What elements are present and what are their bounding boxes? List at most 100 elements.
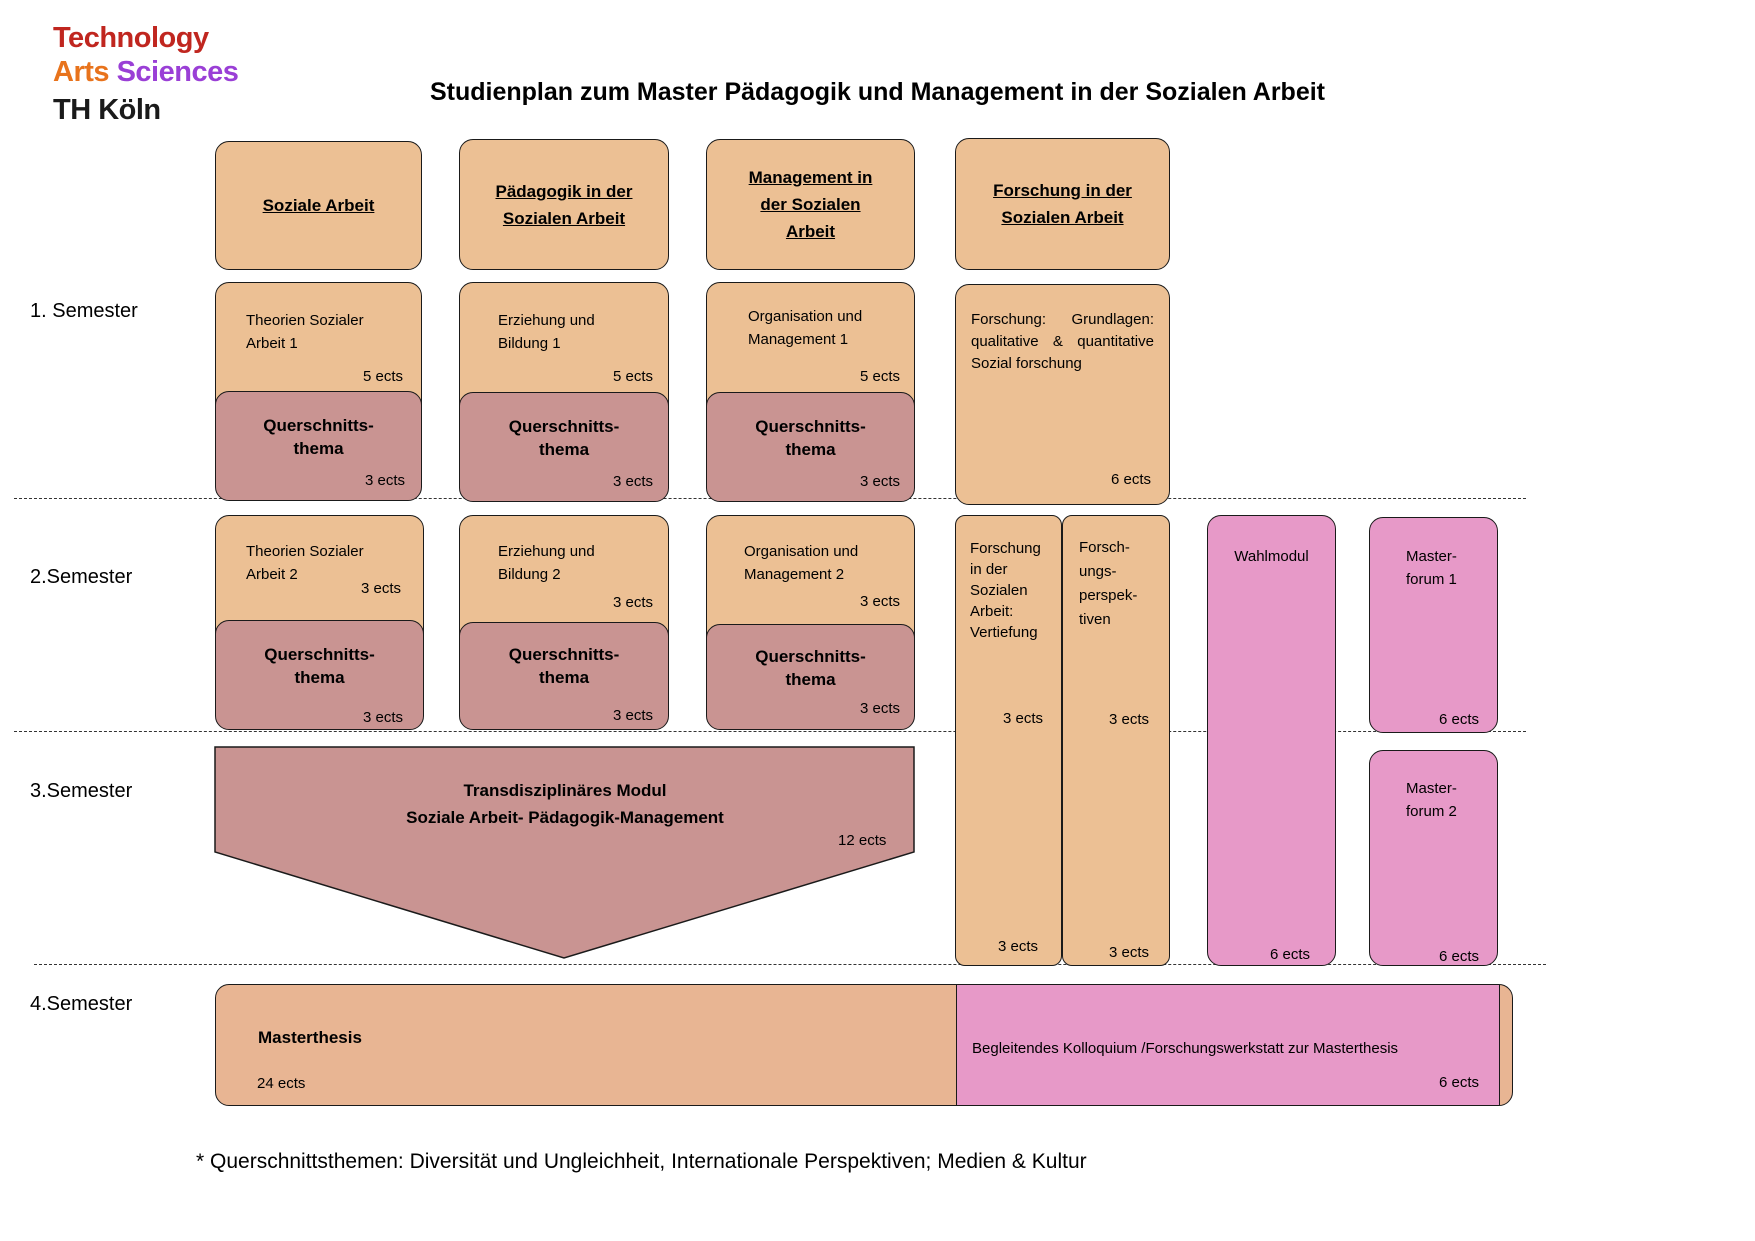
module-querschnittsthema-2b: Querschnitts-thema 3 ects	[459, 622, 669, 730]
quer-title: Querschnitts-thema	[216, 414, 421, 460]
quer-line: Querschnitts-	[755, 417, 866, 436]
column-header-line: Soziale Arbeit	[262, 196, 375, 215]
vertiefung-label: Forschung in der Sozialen Arbeit: Vertie…	[970, 538, 1041, 643]
module-ects: 3 ects	[360, 580, 401, 597]
module-ects: 6 ects	[1269, 946, 1310, 963]
wahlmodul-label: Wahlmodul	[1234, 548, 1309, 565]
module-line: Arbeit 1	[246, 335, 298, 352]
forschung-line-3: Sozial forschung	[971, 355, 1082, 372]
kolloquium-ects: 6 ects	[1438, 1074, 1479, 1091]
text: perspek-	[1079, 587, 1138, 604]
module-line: Organisation und	[744, 543, 859, 560]
text: &	[1052, 333, 1063, 350]
text: quantitative	[1077, 333, 1154, 350]
module-line: Arbeit 2	[246, 566, 298, 583]
quer-line: thema	[785, 670, 836, 689]
module-ects: 3 ects	[612, 594, 653, 611]
text: forum 1	[1406, 571, 1457, 588]
module-ects: 6 ects	[1438, 711, 1479, 728]
quer-title: Querschnitts-thema	[216, 643, 423, 689]
text: Master-	[1406, 780, 1457, 797]
column-header-soziale-arbeit: Soziale Arbeit	[215, 141, 422, 270]
module-ects: 3 ects	[612, 707, 653, 724]
module-ects: 3 ects	[1002, 710, 1043, 727]
semester-label-1: 1. Semester	[30, 300, 138, 322]
text: Vertiefung	[970, 624, 1038, 641]
quer-line: Querschnitts-	[755, 647, 866, 666]
column-header-line: Pädagogik in der	[495, 181, 633, 201]
text: tiven	[1079, 611, 1111, 628]
semester-divider-2	[14, 731, 1526, 732]
module-querschnittsthema-1c: Querschnitts-thema 3 ects	[706, 392, 915, 502]
quer-line: Querschnitts-	[508, 417, 620, 436]
module-ects: 3 ects	[859, 473, 900, 490]
module-line: Organisation und	[748, 308, 863, 325]
module-line: Management 2	[744, 566, 845, 583]
column-header-line: der Sozialen	[760, 195, 861, 214]
quer-line: Querschnitts-	[508, 645, 620, 664]
text: Forschung	[970, 540, 1041, 557]
module-forschung-vertiefung: Forschung in der Sozialen Arbeit: Vertie…	[955, 515, 1062, 966]
module-kolloquium: Begleitendes Kolloquium /Forschungswerks…	[956, 985, 1500, 1105]
quer-line: thema	[785, 440, 836, 459]
module-line: Management 1	[748, 331, 849, 348]
quer-title: Querschnitts-thema	[460, 643, 668, 689]
module-line: Bildung 2	[498, 566, 561, 583]
module-ects: 6 ects	[1110, 471, 1151, 488]
module-line: Theorien Sozialer	[246, 312, 364, 329]
quer-line: Querschnitts-	[264, 645, 375, 664]
trans-ects: 12 ects	[838, 832, 887, 849]
module-forschungsperspektiven: Forsch- ungs- perspek- tiven 3 ects 3 ec…	[1062, 515, 1170, 966]
module-ects: 5 ects	[612, 368, 653, 385]
text: Forsch-	[1079, 539, 1130, 556]
masterthesis-ects: 24 ects	[257, 1075, 306, 1092]
semester-divider-3	[34, 964, 1546, 965]
module-ects: 3 ects	[362, 709, 403, 726]
text: ungs-	[1079, 563, 1117, 580]
text: Master-	[1406, 548, 1457, 565]
module-wahlmodul: Wahlmodul 6 ects	[1207, 515, 1336, 966]
quer-title: Querschnitts-thema	[707, 415, 914, 461]
module-ects: 3 ects	[1108, 711, 1149, 728]
module-ects: 5 ects	[859, 368, 900, 385]
page-title: Studienplan zum Master Pädagogik und Man…	[429, 78, 1326, 106]
semester-label-2: 2.Semester	[30, 566, 133, 588]
forschung-line-2: qualitative&quantitative	[971, 331, 1154, 353]
text: qualitative	[971, 333, 1039, 350]
module-forschung-grundlagen: Forschung:Grundlagen: qualitative&quanti…	[955, 284, 1170, 505]
logo-technology: Technology	[53, 22, 209, 54]
module-ects: 3 ects	[364, 472, 405, 489]
module-ects: 6 ects	[1438, 948, 1479, 965]
trans-title-line: Transdisziplinäres Modul	[463, 781, 667, 800]
text: forum 2	[1406, 803, 1457, 820]
column-header-line: Management in	[748, 168, 873, 187]
masterforum-label: Master- forum 1	[1406, 545, 1457, 591]
quer-line: thema	[538, 440, 590, 459]
module-querschnittsthema-2c: Querschnitts-thema 3 ects	[706, 624, 915, 730]
module-ects: 3 ects	[612, 473, 653, 490]
column-header-line: Sozialen Arbeit	[1001, 208, 1124, 227]
column-header-line: Forschung in der	[993, 181, 1132, 200]
module-ects: 3 ects	[859, 593, 900, 610]
text: Forschung:	[971, 311, 1047, 328]
semester-label-4: 4.Semester	[30, 993, 133, 1015]
logo-th-koeln: TH Köln	[53, 94, 161, 126]
logo-arts-sciences: Arts Sciences	[53, 56, 239, 88]
footnote: * Querschnittsthemen: Diversität und Ung…	[196, 1150, 1087, 1173]
trans-title-line: Soziale Arbeit- Pädagogik-Management	[406, 808, 724, 827]
column-header-line: Arbeit	[785, 222, 836, 241]
masterforum-label: Master- forum 2	[1406, 777, 1457, 823]
quer-line: thema	[294, 668, 345, 687]
column-header-line: Sozialen Arbeit	[502, 208, 626, 228]
logo-sciences: Sciences	[116, 56, 239, 88]
quer-title: Querschnitts-thema	[707, 645, 914, 691]
module-querschnittsthema-1b: Querschnitts-thema 3 ects	[459, 392, 669, 502]
module-querschnittsthema-1a: Querschnitts-thema 3 ects	[215, 391, 422, 501]
module-line: Erziehung und	[498, 543, 595, 560]
semester-label-3: 3.Semester	[30, 780, 133, 802]
transdisziplinaer-arrow-shape	[214, 746, 915, 959]
quer-line: thema	[538, 668, 590, 687]
text: Arbeit:	[970, 603, 1014, 620]
